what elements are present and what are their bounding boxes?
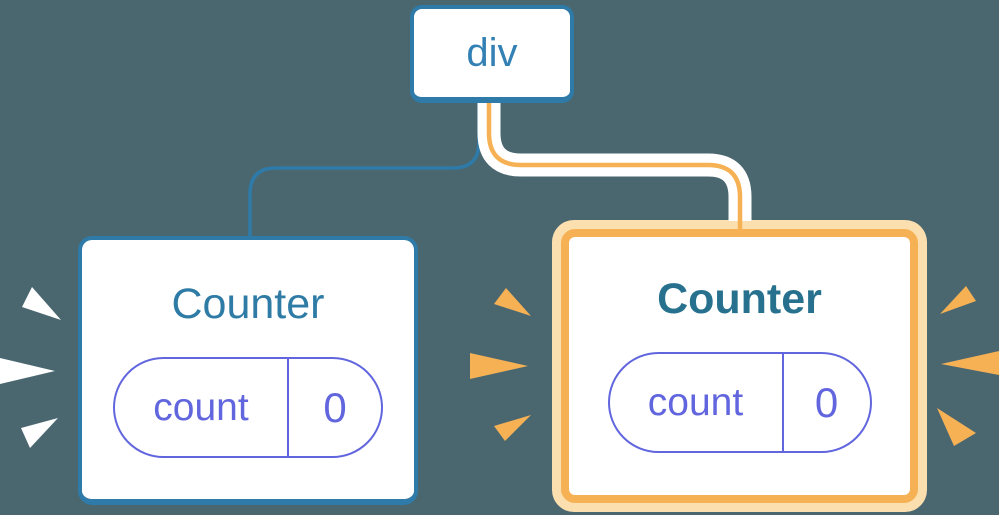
state-value: 0 — [287, 359, 381, 457]
counter-card-left: Counter count 0 — [78, 236, 418, 505]
sparkle-ray-icon — [494, 288, 531, 316]
state-key: count — [153, 385, 249, 429]
sparkle-burst-right-card-left — [470, 288, 531, 441]
sparkle-ray-icon — [941, 351, 999, 375]
state-pill: count 0 — [607, 352, 872, 454]
edge-div-to-left-counter — [248, 100, 481, 240]
sparkle-ray-icon — [494, 415, 531, 441]
sparkle-ray-icon — [470, 353, 528, 379]
sparkle-ray-icon — [940, 286, 976, 314]
state-key: count — [647, 380, 744, 424]
sparkle-ray-icon — [21, 418, 58, 448]
sparkle-ray-icon — [22, 287, 61, 320]
sparkle-burst-left-white — [0, 287, 61, 448]
edge-div-to-right-counter-casing — [477, 99, 752, 221]
counter-card-right-highlight: Counter count 0 — [552, 220, 927, 512]
counter-card-right: Counter count 0 — [561, 229, 918, 503]
state-value: 0 — [781, 354, 870, 452]
root-node-div: div — [410, 5, 574, 103]
card-title: Counter — [171, 280, 325, 328]
card-title: Counter — [657, 275, 822, 323]
state-pill: count 0 — [113, 357, 383, 459]
sparkle-ray-icon — [0, 358, 55, 384]
root-node-label: div — [466, 30, 518, 75]
sparkle-burst-right-card-right — [937, 286, 999, 446]
edge-div-to-right-counter — [486, 99, 743, 232]
sparkle-ray-icon — [937, 408, 976, 446]
